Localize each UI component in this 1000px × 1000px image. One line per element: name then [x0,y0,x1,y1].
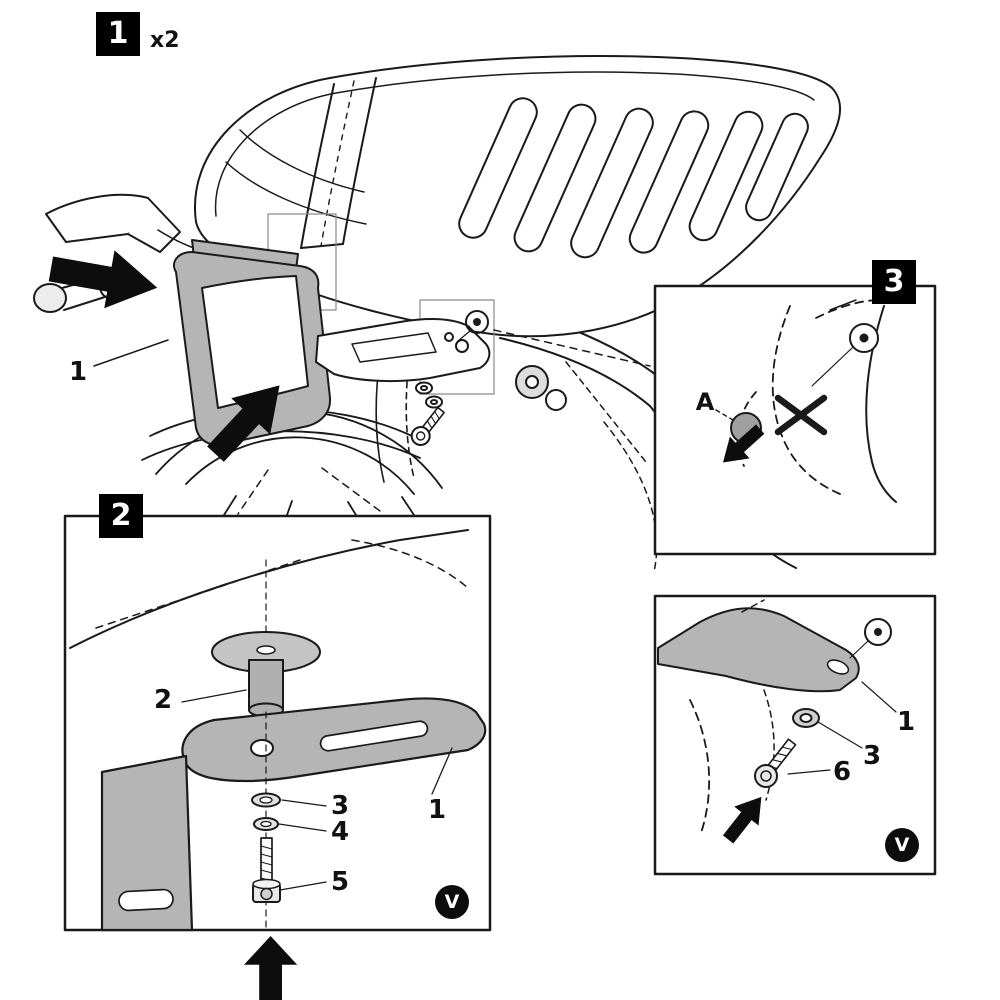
fasteners-main [410,381,445,447]
callout-bracket-frame: 1 [68,357,88,387]
callout-washer-right: 3 [862,741,882,771]
side-case-bracket [173,239,332,446]
arrow-bottom-up-icon [244,935,298,1000]
callout-screw-right: 6 [832,757,852,787]
dashed-connectors [237,329,651,515]
step-1-quantity: x2 [150,28,180,53]
leader-line [93,339,169,367]
step-2-badge: 2 [99,494,143,538]
callout-rubber-plug: A [695,388,715,416]
discard-x-icon [774,394,828,436]
spacer-icon [248,659,284,711]
mounting-arm [315,310,491,383]
arrow-screw-up-right-icon [722,796,762,844]
arrow-plug-down-left-icon [723,424,765,463]
callout-spacer: 2 [153,685,173,715]
step-3-badge: 3 [872,260,916,304]
arrow-insert-right-icon [48,250,158,309]
step-1-badge: 1 [96,12,140,56]
detail-panel-2 [63,514,492,932]
seat-ribs [458,97,809,259]
arrows [48,250,765,1000]
arrow-bracket-up-icon [207,385,280,462]
callout-washer: 3 [330,791,350,821]
callout-screw: 5 [330,867,350,897]
screw-icon [260,837,273,885]
detail-panel-3 [653,284,937,556]
brand-logo-icon: V [885,828,919,862]
callout-support-arm-right: 1 [896,707,916,737]
callout-support-arm: 1 [427,795,447,825]
brand-logo-icon: V [435,885,469,919]
callout-spring-washer: 4 [330,817,350,847]
detail-panel-bottom-right [653,594,937,876]
